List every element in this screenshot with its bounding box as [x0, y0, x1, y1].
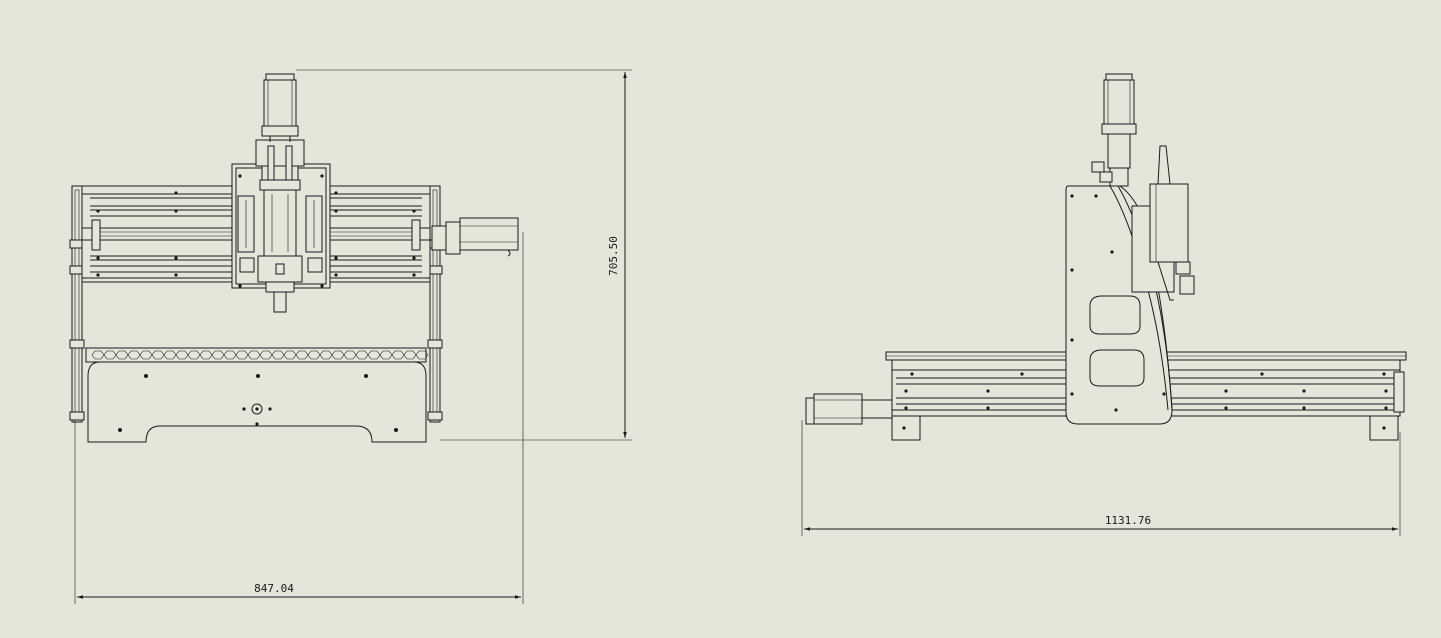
- front-view: [69, 73, 519, 443]
- front-spindle: [257, 189, 303, 313]
- front-bed-slots: [91, 350, 429, 360]
- front-height-label: 705.50: [607, 236, 620, 276]
- front-left-post: [69, 185, 85, 423]
- side-feet: [891, 415, 1399, 441]
- front-bed-strip: [85, 347, 427, 363]
- bed-slot: [415, 350, 429, 360]
- front-base-plate: [87, 361, 427, 443]
- side-y-motor: [805, 393, 893, 425]
- side-width-dimension: [801, 420, 1401, 536]
- side-view: [805, 73, 1407, 441]
- front-height-dimension: [296, 69, 632, 441]
- side-z-motor: [1091, 73, 1137, 187]
- front-x-motor: [431, 217, 519, 257]
- front-width-dimension: [74, 232, 524, 604]
- front-z-motor: [261, 73, 299, 142]
- side-spindle-assembly: [1131, 145, 1195, 301]
- side-width-label: 1131.76: [1105, 514, 1151, 527]
- front-width-label: 847.04: [254, 582, 294, 595]
